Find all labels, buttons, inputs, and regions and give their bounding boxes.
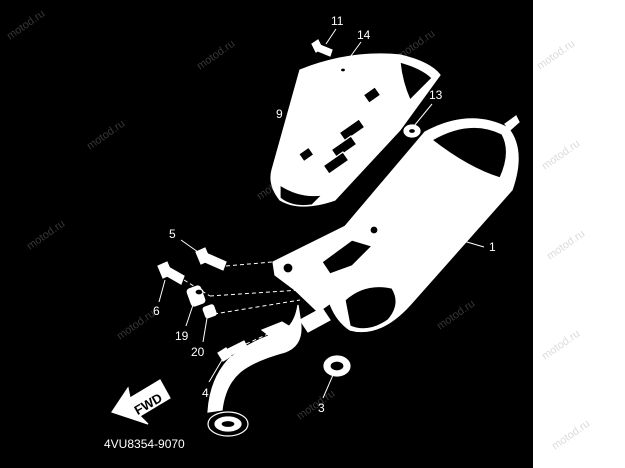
muffler-part-1 <box>323 115 520 333</box>
bolt-part-5 <box>195 247 227 271</box>
callout-13: 13 <box>429 88 443 102</box>
leader-lines <box>158 28 485 399</box>
gasket-part-3 <box>323 355 351 377</box>
exhaust-pipe <box>207 304 331 437</box>
bolt-part-6 <box>157 261 185 285</box>
callout-5: 5 <box>169 227 176 241</box>
washer-part-13 <box>403 124 421 138</box>
callout-9: 9 <box>276 107 283 121</box>
diagram-code: 4VU8354-9070 <box>104 437 185 451</box>
callout-3: 3 <box>318 401 325 415</box>
callout-1: 1 <box>489 240 496 254</box>
callout-14: 14 <box>357 28 371 42</box>
callout-4: 4 <box>202 386 209 400</box>
heat-shield-part-9 <box>270 53 441 207</box>
collar-part-20 <box>202 304 217 319</box>
callout-20: 20 <box>191 345 205 359</box>
assembly-guide-lines <box>183 261 301 345</box>
muffler-bracket <box>272 213 405 313</box>
washer-part-14 <box>336 64 350 76</box>
callout-numbers: 1 3 4 5 6 9 11 13 14 19 20 <box>153 14 496 415</box>
callout-11: 11 <box>331 14 344 28</box>
bolt-part-4 <box>217 340 248 362</box>
callout-6: 6 <box>153 304 160 318</box>
right-margin <box>533 0 625 468</box>
callout-19: 19 <box>175 329 189 343</box>
collar-part-19 <box>186 285 206 307</box>
bolt-part-11 <box>311 39 333 57</box>
